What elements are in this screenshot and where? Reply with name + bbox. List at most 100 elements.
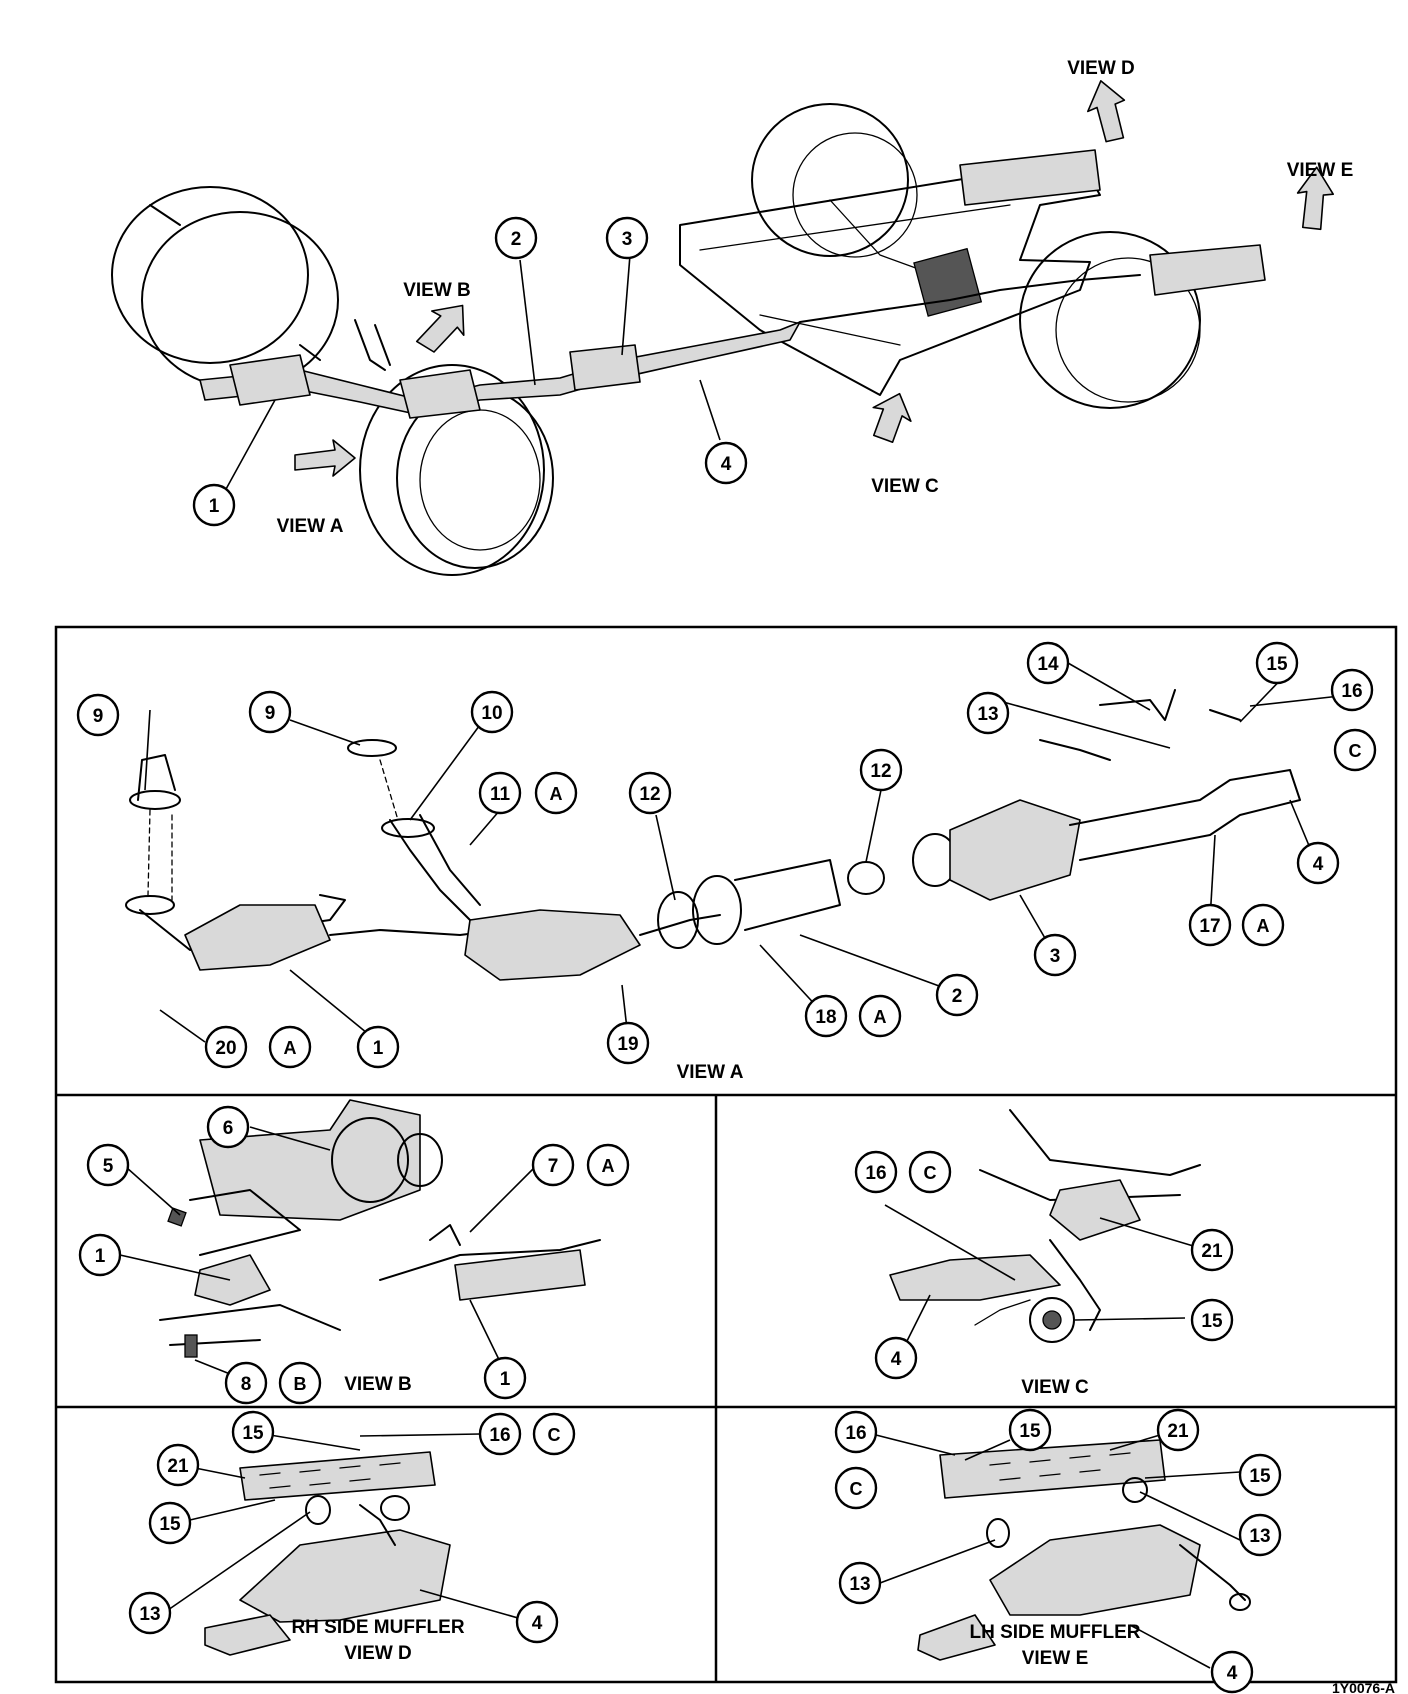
svg-text:A: A <box>874 1007 887 1027</box>
svg-text:8: 8 <box>241 1374 252 1395</box>
view-e-arrow <box>1296 166 1335 231</box>
svg-text:3: 3 <box>1050 946 1061 967</box>
view-b-callout-7: 7 <box>531 1143 575 1187</box>
svg-text:18: 18 <box>815 1007 836 1028</box>
svg-text:20: 20 <box>215 1038 236 1059</box>
view-d-muffler <box>239 1529 451 1623</box>
svg-text:B: B <box>294 1374 307 1394</box>
svg-text:4: 4 <box>532 1613 543 1634</box>
svg-text:3: 3 <box>622 229 633 250</box>
view-b-callout-1b: 1 <box>483 1356 527 1400</box>
view-e-callout-13b: 13 <box>838 1561 882 1605</box>
svg-text:21: 21 <box>167 1456 189 1477</box>
view-c-callout-21: 21 <box>1190 1228 1234 1272</box>
svg-text:16: 16 <box>845 1423 866 1444</box>
svg-text:13: 13 <box>849 1574 870 1595</box>
svg-text:7: 7 <box>548 1156 559 1177</box>
svg-text:4: 4 <box>721 454 732 475</box>
view-a-callout-1: 1 <box>356 1025 400 1069</box>
svg-text:15: 15 <box>159 1514 181 1535</box>
svg-text:2: 2 <box>952 986 963 1007</box>
view-b-callout-6: 6 <box>206 1105 250 1149</box>
view-d-letter-c: C <box>532 1412 576 1456</box>
view-d-callout-15b: 15 <box>148 1501 192 1545</box>
view-b-letter-b: B <box>278 1361 322 1405</box>
view-d-illustration <box>167 1433 526 1656</box>
view-a-converter-1 <box>184 904 331 971</box>
svg-text:A: A <box>602 1156 615 1176</box>
view-d-callout-16: 16 <box>478 1412 522 1456</box>
svg-text:15: 15 <box>1201 1311 1223 1332</box>
view-d-heat-shield <box>239 1451 436 1501</box>
view-d-top-label: VIEW D <box>1067 58 1135 79</box>
svg-text:6: 6 <box>223 1118 234 1139</box>
view-b-top-label: VIEW B <box>403 280 471 301</box>
view-e-panel-label: VIEW E <box>1022 1648 1089 1669</box>
svg-text:12: 12 <box>870 761 891 782</box>
view-e-top-label: VIEW E <box>1287 160 1354 181</box>
view-d-panel-label: VIEW D <box>344 1643 412 1664</box>
svg-text:13: 13 <box>1249 1526 1270 1547</box>
svg-text:17: 17 <box>1199 916 1220 937</box>
differential <box>913 247 983 317</box>
view-e-callout-15b: 15 <box>1238 1453 1282 1497</box>
view-c-illustration <box>884 1109 1201 1346</box>
view-e-callout-21: 21 <box>1156 1408 1200 1452</box>
svg-text:21: 21 <box>1167 1421 1189 1442</box>
svg-text:12: 12 <box>639 784 660 805</box>
svg-text:A: A <box>284 1038 297 1058</box>
view-b-arrow <box>415 304 465 353</box>
view-a-letter-a-18: A <box>858 994 902 1038</box>
view-b-pipe <box>454 1249 586 1301</box>
svg-text:15: 15 <box>1019 1421 1041 1442</box>
view-a-callout-12a: 12 <box>628 771 672 815</box>
view-a-callout-4: 4 <box>1296 841 1340 885</box>
view-a-callout-15: 15 <box>1255 641 1299 685</box>
view-d-callout-15a: 15 <box>231 1410 275 1454</box>
svg-text:4: 4 <box>1313 854 1324 875</box>
svg-text:19: 19 <box>617 1034 638 1055</box>
view-a-callout-19: 19 <box>606 1021 650 1065</box>
view-b-panel-label: VIEW B <box>344 1374 412 1395</box>
view-d-callout-4: 4 <box>515 1600 559 1644</box>
svg-text:15: 15 <box>1249 1466 1271 1487</box>
view-b-callout-1a: 1 <box>78 1233 122 1277</box>
view-a-converter-2 <box>464 909 641 981</box>
top-callout-2: 2 <box>494 216 538 260</box>
svg-text:4: 4 <box>891 1349 902 1370</box>
view-b-housing <box>199 1099 421 1221</box>
svg-text:10: 10 <box>481 703 502 724</box>
svg-text:C: C <box>548 1425 561 1445</box>
top-callout-1: 1 <box>192 483 236 527</box>
view-c-pipe <box>889 1254 1061 1301</box>
view-d-callout-21: 21 <box>156 1443 200 1487</box>
view-e-tailpipe <box>917 1614 996 1661</box>
overview-illustration <box>111 80 1335 576</box>
view-b-callout-5: 5 <box>86 1143 130 1187</box>
view-b-letter-a: A <box>586 1143 630 1187</box>
view-a-callout-3: 3 <box>1033 933 1077 977</box>
svg-text:A: A <box>1257 916 1270 936</box>
view-a-top-label: VIEW A <box>277 516 344 537</box>
svg-text:5: 5 <box>103 1156 114 1177</box>
view-a-letter-c: C <box>1333 728 1377 772</box>
view-a-callout-12b: 12 <box>859 748 903 792</box>
view-a-callout-18: 18 <box>804 994 848 1038</box>
view-a-callout-17: 17 <box>1188 903 1232 947</box>
svg-text:16: 16 <box>489 1425 510 1446</box>
rear-right-wheel <box>1019 231 1201 409</box>
svg-text:14: 14 <box>1037 654 1059 675</box>
view-a-letter-a-17: A <box>1241 903 1285 947</box>
svg-text:A: A <box>550 784 563 804</box>
svg-text:16: 16 <box>1341 681 1362 702</box>
view-e-callout-15a: 15 <box>1008 1408 1052 1452</box>
top-callout-4: 4 <box>704 441 748 485</box>
view-c-arrow <box>872 392 912 444</box>
view-c-callout-4: 4 <box>874 1336 918 1380</box>
top-callout-3: 3 <box>605 216 649 260</box>
view-a-illustration <box>125 662 1341 1043</box>
svg-text:9: 9 <box>265 703 276 724</box>
view-a-callout-9b: 9 <box>248 690 292 734</box>
svg-text:1: 1 <box>500 1369 511 1390</box>
